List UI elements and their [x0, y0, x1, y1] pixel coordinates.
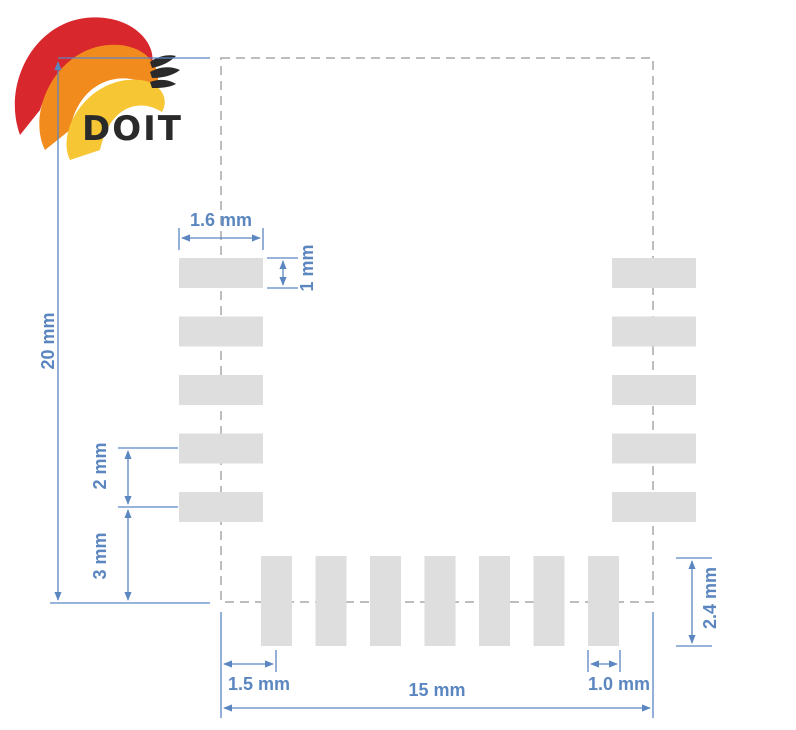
right-pads	[612, 258, 696, 522]
label-width-total: 15 mm	[408, 680, 465, 700]
bottom-pad	[261, 556, 292, 646]
logo-swirl-icon	[14, 17, 180, 160]
right-pad	[612, 375, 696, 405]
label-bottom-pad-height: 2.4 mm	[700, 567, 720, 629]
label-height-total: 20 mm	[38, 312, 58, 369]
right-pad	[612, 316, 696, 347]
label-side-pad-width: 1 mm	[297, 244, 317, 291]
left-pad	[179, 375, 263, 405]
right-pad	[612, 433, 696, 464]
bottom-pad	[315, 556, 347, 646]
left-pad	[179, 492, 263, 522]
bottom-pad	[588, 556, 619, 646]
bottom-pad	[424, 556, 456, 646]
left-pads	[179, 258, 263, 522]
label-bottom-pad-left-offset: 1.5 mm	[228, 674, 290, 694]
label-side-pad-bottom-offset: 3 mm	[90, 532, 110, 579]
logo-text: DOIT	[82, 109, 183, 149]
left-pad	[179, 258, 263, 288]
label-bottom-pad-width: 1.0 mm	[588, 674, 650, 694]
dimension-lines	[50, 57, 712, 718]
left-pad	[179, 433, 263, 464]
label-side-pad-length: 1.6 mm	[190, 210, 252, 230]
bottom-pads	[261, 556, 619, 646]
right-pad	[612, 258, 696, 288]
module-outline	[220, 57, 654, 603]
label-side-pad-pitch: 2 mm	[90, 442, 110, 489]
bottom-pad	[370, 556, 401, 646]
right-pad	[612, 492, 696, 522]
bottom-pad	[479, 556, 510, 646]
bottom-pad	[533, 556, 565, 646]
left-pad	[179, 316, 263, 347]
doit-logo: DOIT	[14, 17, 183, 160]
